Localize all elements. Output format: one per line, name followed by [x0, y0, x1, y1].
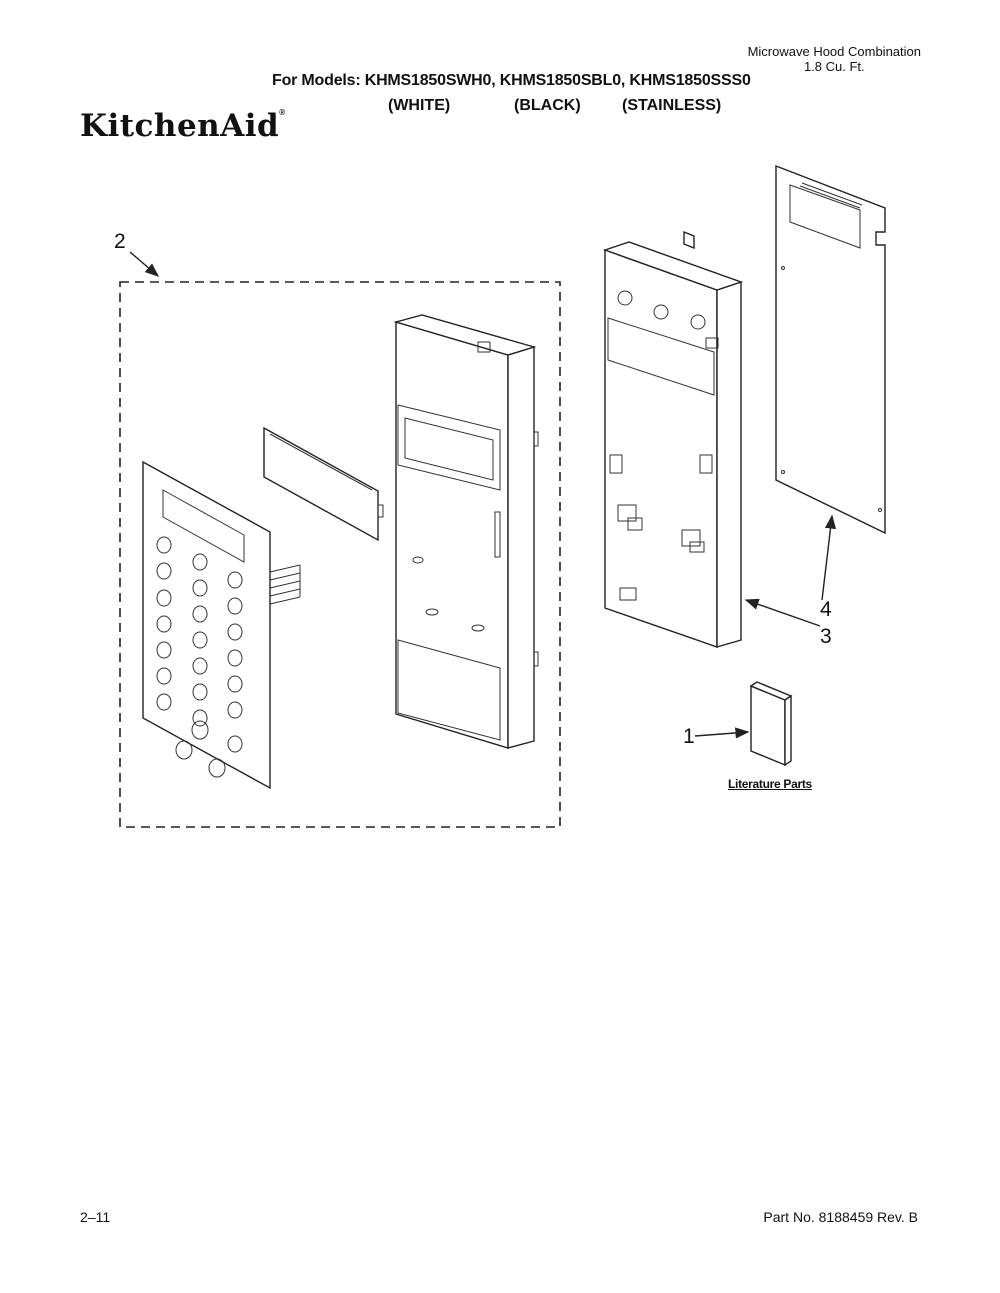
- brand-name: KitchenAid: [80, 108, 280, 144]
- leader-3: [744, 598, 821, 627]
- color-black: (BLACK): [514, 97, 581, 114]
- leader-1: [694, 727, 750, 739]
- keypad-membrane: [142, 460, 301, 790]
- product-type: Microwave Hood Combination: [747, 44, 921, 59]
- control-bracket: [602, 230, 744, 648]
- page-number: 2–11: [80, 1209, 111, 1225]
- callout-4: 4: [820, 598, 832, 621]
- assembly-2-box: [119, 281, 561, 828]
- part-number: Part No. 8188459 Rev. B: [763, 1209, 918, 1225]
- registered-mark: ®: [279, 108, 286, 117]
- literature-parts-label: Literature Parts: [728, 777, 812, 791]
- product-capacity: 1.8 Cu. Ft.: [803, 59, 865, 74]
- color-stainless: (STAINLESS): [622, 97, 722, 114]
- callout-1: 1: [683, 725, 695, 748]
- leader-2: [129, 251, 160, 277]
- models-label: For Models: KHMS1850SWH0, KHMS1850SBL0, …: [272, 72, 751, 89]
- keypad-buttons: [156, 536, 243, 778]
- brand-logo: KitchenAid®: [80, 108, 286, 144]
- control-panel-housing: [393, 314, 539, 749]
- callout-3: 3: [820, 625, 832, 648]
- literature-booklet: [749, 681, 793, 767]
- color-white: (WHITE): [388, 97, 451, 114]
- product-description: Microwave Hood Combination 1.8 Cu. Ft.: [748, 44, 921, 74]
- circuit-board: [775, 164, 886, 535]
- leader-4: [821, 514, 837, 601]
- display-window: [263, 426, 384, 542]
- callout-2: 2: [114, 230, 126, 253]
